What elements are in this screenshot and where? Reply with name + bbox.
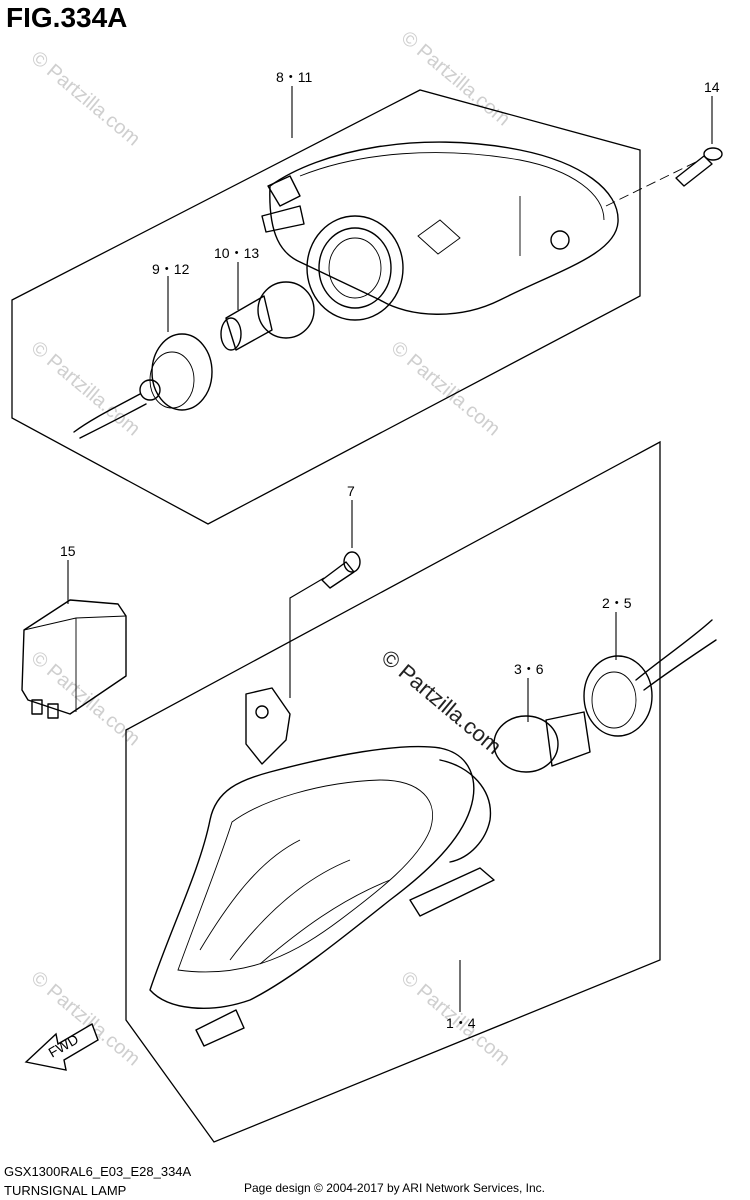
callout-9-12: 9・12	[152, 261, 190, 277]
figure-title: FIG.334A	[6, 2, 128, 33]
copyright-notice: Page design © 2004-2017 by ARI Network S…	[244, 1181, 546, 1195]
callout-10-13: 10・13	[214, 245, 259, 261]
callout-7: 7	[347, 483, 355, 499]
rear-lamp-housing	[261, 141, 619, 321]
socket-rear	[73, 333, 213, 439]
callout-3-6: 3・6	[514, 661, 544, 677]
socket-front	[583, 619, 717, 737]
callout-labels: 8・11 14 9・12 10・13 7 15 2・5 3・6 1・4	[60, 69, 720, 1031]
rear-assembly-frame	[11, 89, 641, 525]
screw-part-14	[675, 147, 723, 187]
watermark-text: © Partzilla.com	[397, 27, 514, 130]
watermark-text: © Partzilla.com	[27, 47, 144, 150]
callout-14: 14	[704, 79, 720, 95]
model-code: GSX1300RAL6_E03_E28_334A	[4, 1164, 192, 1179]
figure-caption: TURNSIGNAL LAMP	[4, 1183, 127, 1198]
leader-lines	[67, 86, 713, 1012]
screw-part-7	[321, 551, 361, 589]
watermark-text: © Partzilla.com	[387, 337, 504, 440]
relay-part-15	[21, 599, 127, 719]
watermark-text: © Partzilla.com	[377, 645, 507, 759]
callout-8-11: 8・11	[276, 69, 313, 85]
bulb-front	[493, 711, 591, 773]
bulb-rear	[220, 281, 315, 351]
forward-arrow-icon: FWD	[24, 1022, 99, 1071]
callout-15: 15	[60, 543, 76, 559]
front-assembly-frame	[125, 440, 661, 1143]
callout-2-5: 2・5	[602, 595, 632, 611]
front-lamp-assembly	[149, 687, 495, 1047]
callout-1-4: 1・4	[446, 1015, 476, 1031]
figure-footer: GSX1300RAL6_E03_E28_334A TURNSIGNAL LAMP	[4, 1162, 191, 1200]
